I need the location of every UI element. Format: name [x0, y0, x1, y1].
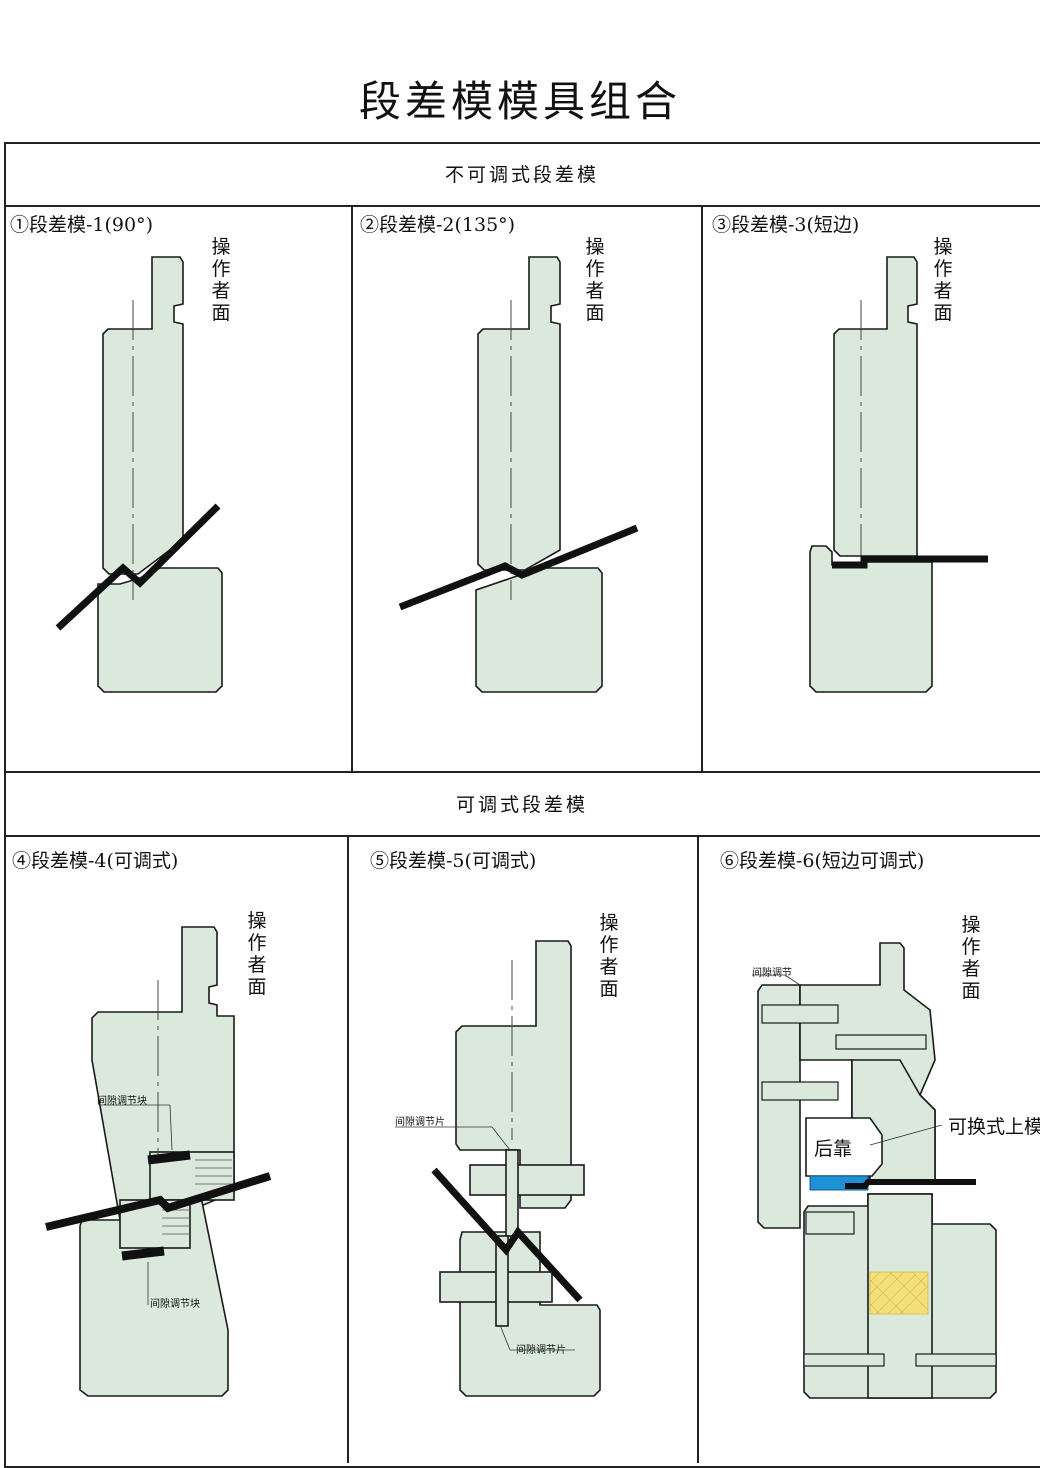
panel-label-3: ③段差模-3(短边)	[712, 214, 860, 236]
divider	[4, 205, 1040, 207]
callout-gap-adjust: 间隙调节	[752, 968, 792, 979]
bolt	[915, 1353, 997, 1367]
section-header-fixed: 不可调式段差模	[444, 164, 599, 186]
operator-side-label-1: 操作者面	[211, 236, 231, 324]
panel-label-5: ⑤段差模-5(可调式)	[370, 850, 537, 872]
callout-gap-block-upper: 间隙调节块	[97, 1096, 147, 1107]
column-divider	[697, 835, 699, 1463]
bolt	[803, 1353, 885, 1367]
column-divider	[351, 205, 353, 771]
sheet-metal	[431, 1167, 583, 1303]
divider	[4, 771, 1040, 773]
operator-side-label-2: 操作者面	[585, 236, 605, 324]
callout-gap-block-lower: 间隙调节块	[150, 1299, 200, 1310]
bolt	[835, 1034, 927, 1050]
leader-line	[169, 1104, 173, 1151]
operator-side-label-6: 操作者面	[961, 914, 981, 1002]
panel-label-2: ②段差模-2(135°)	[360, 214, 516, 236]
sheet-metal	[45, 1172, 272, 1231]
lower-die	[475, 567, 603, 693]
sheet-metal	[845, 1179, 976, 1189]
callout-replaceable-upper-die: 可换式上模	[948, 1116, 1040, 1138]
gap-shim	[147, 1150, 191, 1165]
panel-label-6: ⑥段差模-6(短边可调式)	[720, 850, 925, 872]
upper-die	[833, 256, 918, 557]
bolt	[805, 1211, 855, 1235]
leader-line	[499, 1324, 511, 1351]
leader-line	[869, 1124, 943, 1146]
sheet-metal	[832, 555, 988, 569]
operator-side-label-5: 操作者面	[599, 912, 619, 1000]
sheet-metal	[398, 524, 639, 611]
callout-gap-shim-lower: 间隙调节片	[516, 1345, 566, 1356]
gap-shim	[121, 1246, 165, 1261]
panel-label-1: ①段差模-1(90°)	[10, 214, 154, 236]
operator-side-label-3: 操作者面	[933, 236, 953, 324]
bolt	[761, 1081, 839, 1101]
callout-backstop: 后靠	[814, 1138, 853, 1160]
hatch-area	[869, 1271, 929, 1315]
gap-shim	[495, 1235, 509, 1327]
leader-line	[784, 974, 801, 986]
column-divider	[701, 205, 703, 771]
upper-die	[91, 926, 235, 1221]
column-divider	[347, 835, 349, 1463]
backstop-block	[805, 1117, 883, 1177]
upper-die	[455, 940, 572, 1209]
operator-side-label-4: 操作者面	[247, 910, 267, 998]
divider	[4, 835, 1040, 837]
leader-line	[491, 1126, 511, 1151]
lower-die	[97, 567, 223, 693]
panel-label-4: ④段差模-4(可调式)	[12, 850, 179, 872]
page-title: 段差模模具组合	[358, 77, 681, 126]
bolt	[761, 1004, 839, 1024]
section-header-adjustable: 可调式段差模	[455, 794, 588, 816]
bolt	[469, 1164, 585, 1196]
sheet-metal	[55, 503, 221, 631]
upper-die	[477, 256, 561, 571]
table-frame	[4, 142, 1040, 1468]
callout-gap-shim-upper: 间隙调节片	[395, 1117, 445, 1128]
